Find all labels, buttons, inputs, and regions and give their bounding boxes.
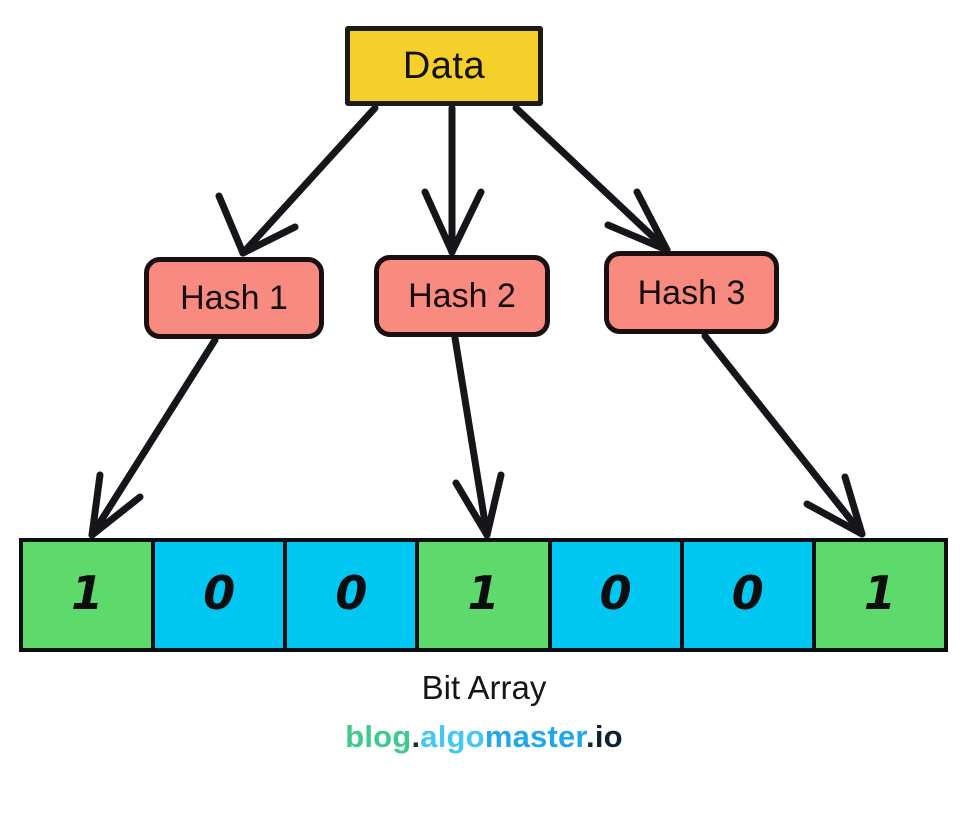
bit-cell-2-value: 0 bbox=[203, 566, 236, 620]
arrow-data-to-hash-1 bbox=[215, 104, 379, 257]
bit-cell-3[interactable]: 0 bbox=[283, 538, 420, 652]
arrow-data-to-hash-3 bbox=[512, 104, 671, 254]
arrow-hash-2-to-bit-cell-4 bbox=[451, 334, 505, 539]
node-hash-2-label: Hash 2 bbox=[408, 277, 516, 315]
bit-cell-1[interactable]: 1 bbox=[19, 538, 156, 652]
watermark-dot-2: . bbox=[585, 719, 595, 754]
node-hash-3[interactable]: Hash 3 bbox=[604, 251, 779, 334]
node-data-label: Data bbox=[402, 45, 486, 87]
node-hash-3-label: Hash 3 bbox=[637, 273, 746, 312]
bit-cell-6[interactable]: 0 bbox=[679, 538, 816, 652]
watermark-io: io bbox=[594, 719, 623, 754]
bit-cell-5[interactable]: 0 bbox=[547, 538, 684, 652]
bit-cell-7[interactable]: 1 bbox=[811, 538, 948, 652]
node-hash-1[interactable]: Hash 1 bbox=[144, 257, 324, 339]
watermark-master: master bbox=[484, 719, 586, 754]
watermark: blog.algomaster.io bbox=[0, 719, 968, 755]
arrow-hash-3-to-bit-cell-7 bbox=[701, 332, 866, 538]
node-data[interactable]: Data bbox=[345, 26, 543, 106]
arrow-hash-1-to-bit-cell-1 bbox=[88, 336, 219, 539]
watermark-dot-1: . bbox=[411, 719, 421, 754]
bit-cell-3-value: 0 bbox=[335, 566, 368, 620]
arrow-data-to-hash-2 bbox=[421, 104, 485, 256]
bit-cell-6-value: 0 bbox=[731, 566, 764, 620]
watermark-blog: blog bbox=[345, 719, 412, 754]
bit-cell-7-value: 1 bbox=[863, 566, 896, 620]
bit-cell-2[interactable]: 0 bbox=[151, 538, 288, 652]
bit-array: 1 0 0 1 0 0 1 bbox=[19, 538, 948, 652]
bit-cell-4[interactable]: 1 bbox=[415, 538, 552, 652]
node-hash-1-label: Hash 1 bbox=[180, 279, 288, 317]
bit-cell-1-value: 1 bbox=[71, 566, 104, 620]
watermark-algo: algo bbox=[420, 719, 485, 754]
bit-cell-4-value: 1 bbox=[467, 566, 500, 620]
node-hash-2[interactable]: Hash 2 bbox=[374, 255, 550, 337]
bit-array-caption: Bit Array bbox=[421, 669, 547, 706]
bit-cell-5-value: 0 bbox=[599, 566, 632, 620]
